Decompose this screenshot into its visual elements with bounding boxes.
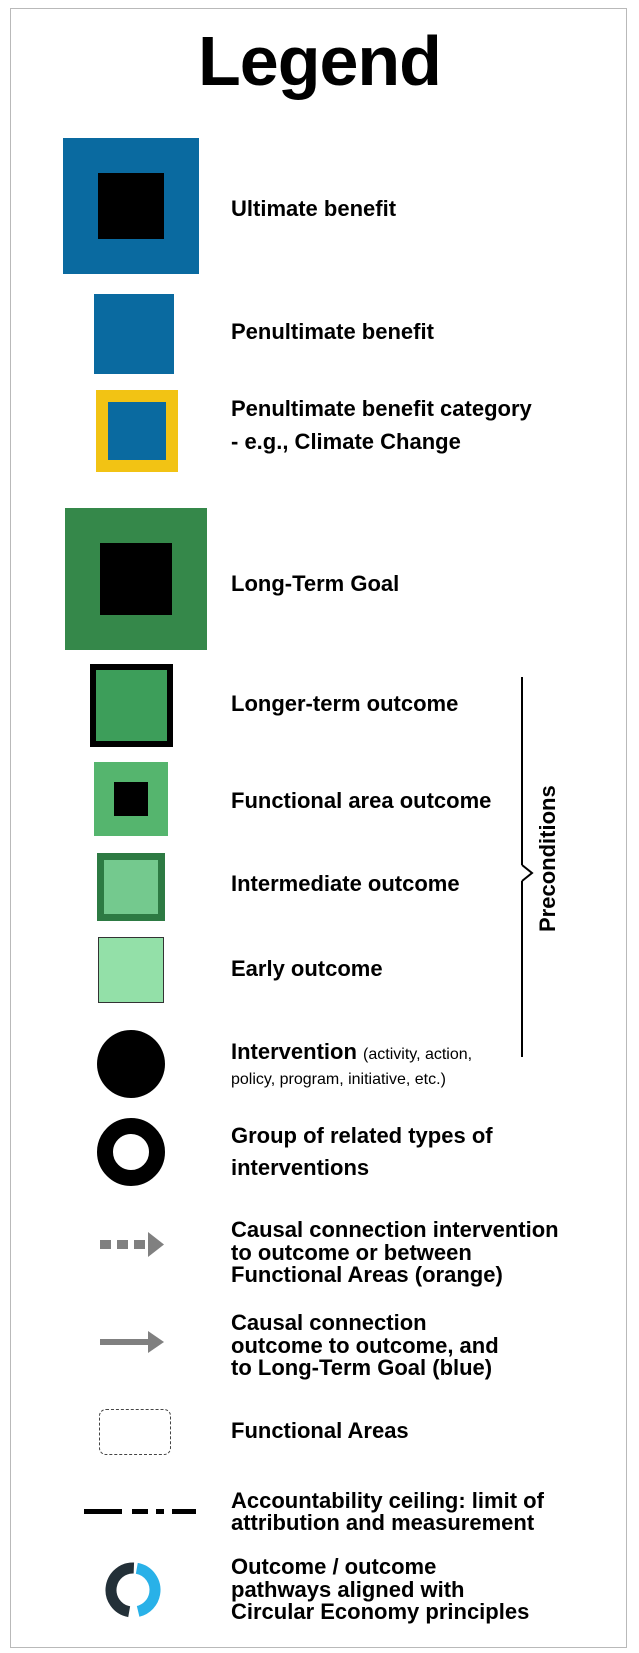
intervention-note: (activity, action, bbox=[363, 1046, 473, 1063]
early-outcome-label: Early outcome bbox=[231, 956, 383, 981]
preconditions-label: Preconditions bbox=[535, 785, 560, 932]
functional-area-outcome-icon bbox=[94, 762, 168, 836]
early-outcome-icon bbox=[98, 937, 164, 1003]
dashed-arrow-label: Causal connection intervention bbox=[231, 1217, 559, 1242]
dashed-arrow-label-3: Functional Areas (orange) bbox=[231, 1262, 503, 1287]
ultimate-benefit-label: Ultimate benefit bbox=[231, 196, 397, 221]
intermediate-outcome-label: Intermediate outcome bbox=[231, 871, 460, 896]
circular-economy-label: Outcome / outcome bbox=[231, 1554, 437, 1579]
solid-arrow-label-2: outcome to outcome, and bbox=[231, 1333, 499, 1358]
dashed-arrow-icon bbox=[100, 1232, 164, 1257]
intervention-group-icon bbox=[97, 1118, 165, 1186]
circular-economy-icon bbox=[105, 1562, 161, 1618]
circular-economy-label-3: Circular Economy principles bbox=[231, 1599, 530, 1624]
functional-areas-label: Functional Areas bbox=[231, 1418, 409, 1443]
longer-term-outcome-label: Longer-term outcome bbox=[231, 691, 459, 716]
penultimate-category-example: - e.g., Climate Change bbox=[231, 429, 461, 454]
functional-areas-box-icon bbox=[99, 1409, 171, 1455]
penultimate-category-label: Penultimate benefit category bbox=[231, 396, 532, 421]
accountability-ceiling-label-2: attribution and measurement bbox=[231, 1510, 535, 1535]
legend-title: Legend bbox=[198, 22, 442, 100]
ultimate-benefit-icon bbox=[63, 138, 199, 274]
intervention-group-label-2: interventions bbox=[231, 1155, 370, 1180]
intervention-label-line: Intervention (activity, action, bbox=[231, 1038, 472, 1068]
intervention-icon bbox=[97, 1030, 165, 1098]
penultimate-benefit-icon bbox=[94, 294, 174, 374]
intermediate-outcome-icon bbox=[97, 853, 165, 921]
solid-arrow-label: Causal connection bbox=[231, 1310, 427, 1335]
intervention-group-label: Group of related types of bbox=[231, 1123, 493, 1148]
intervention-label: Intervention bbox=[231, 1039, 357, 1064]
solid-arrow-icon bbox=[100, 1331, 164, 1353]
solid-arrow-label-3: to Long-Term Goal (blue) bbox=[231, 1355, 493, 1380]
longer-term-outcome-icon bbox=[90, 664, 173, 747]
long-term-goal-label: Long-Term Goal bbox=[231, 571, 400, 596]
accountability-ceiling-label: Accountability ceiling: limit of bbox=[231, 1488, 544, 1513]
functional-area-outcome-label: Functional area outcome bbox=[231, 788, 492, 813]
long-term-goal-icon bbox=[65, 508, 207, 650]
intervention-note-2: policy, program, initiative, etc.) bbox=[231, 1071, 446, 1088]
dash-dot-line-icon bbox=[84, 1509, 196, 1514]
dashed-arrow-label-2: to outcome or between bbox=[231, 1240, 472, 1265]
preconditions-bracket bbox=[521, 677, 534, 1057]
circular-economy-label-2: pathways aligned with bbox=[231, 1577, 465, 1602]
penultimate-benefit-label: Penultimate benefit bbox=[231, 319, 434, 344]
penultimate-category-icon bbox=[96, 390, 178, 472]
